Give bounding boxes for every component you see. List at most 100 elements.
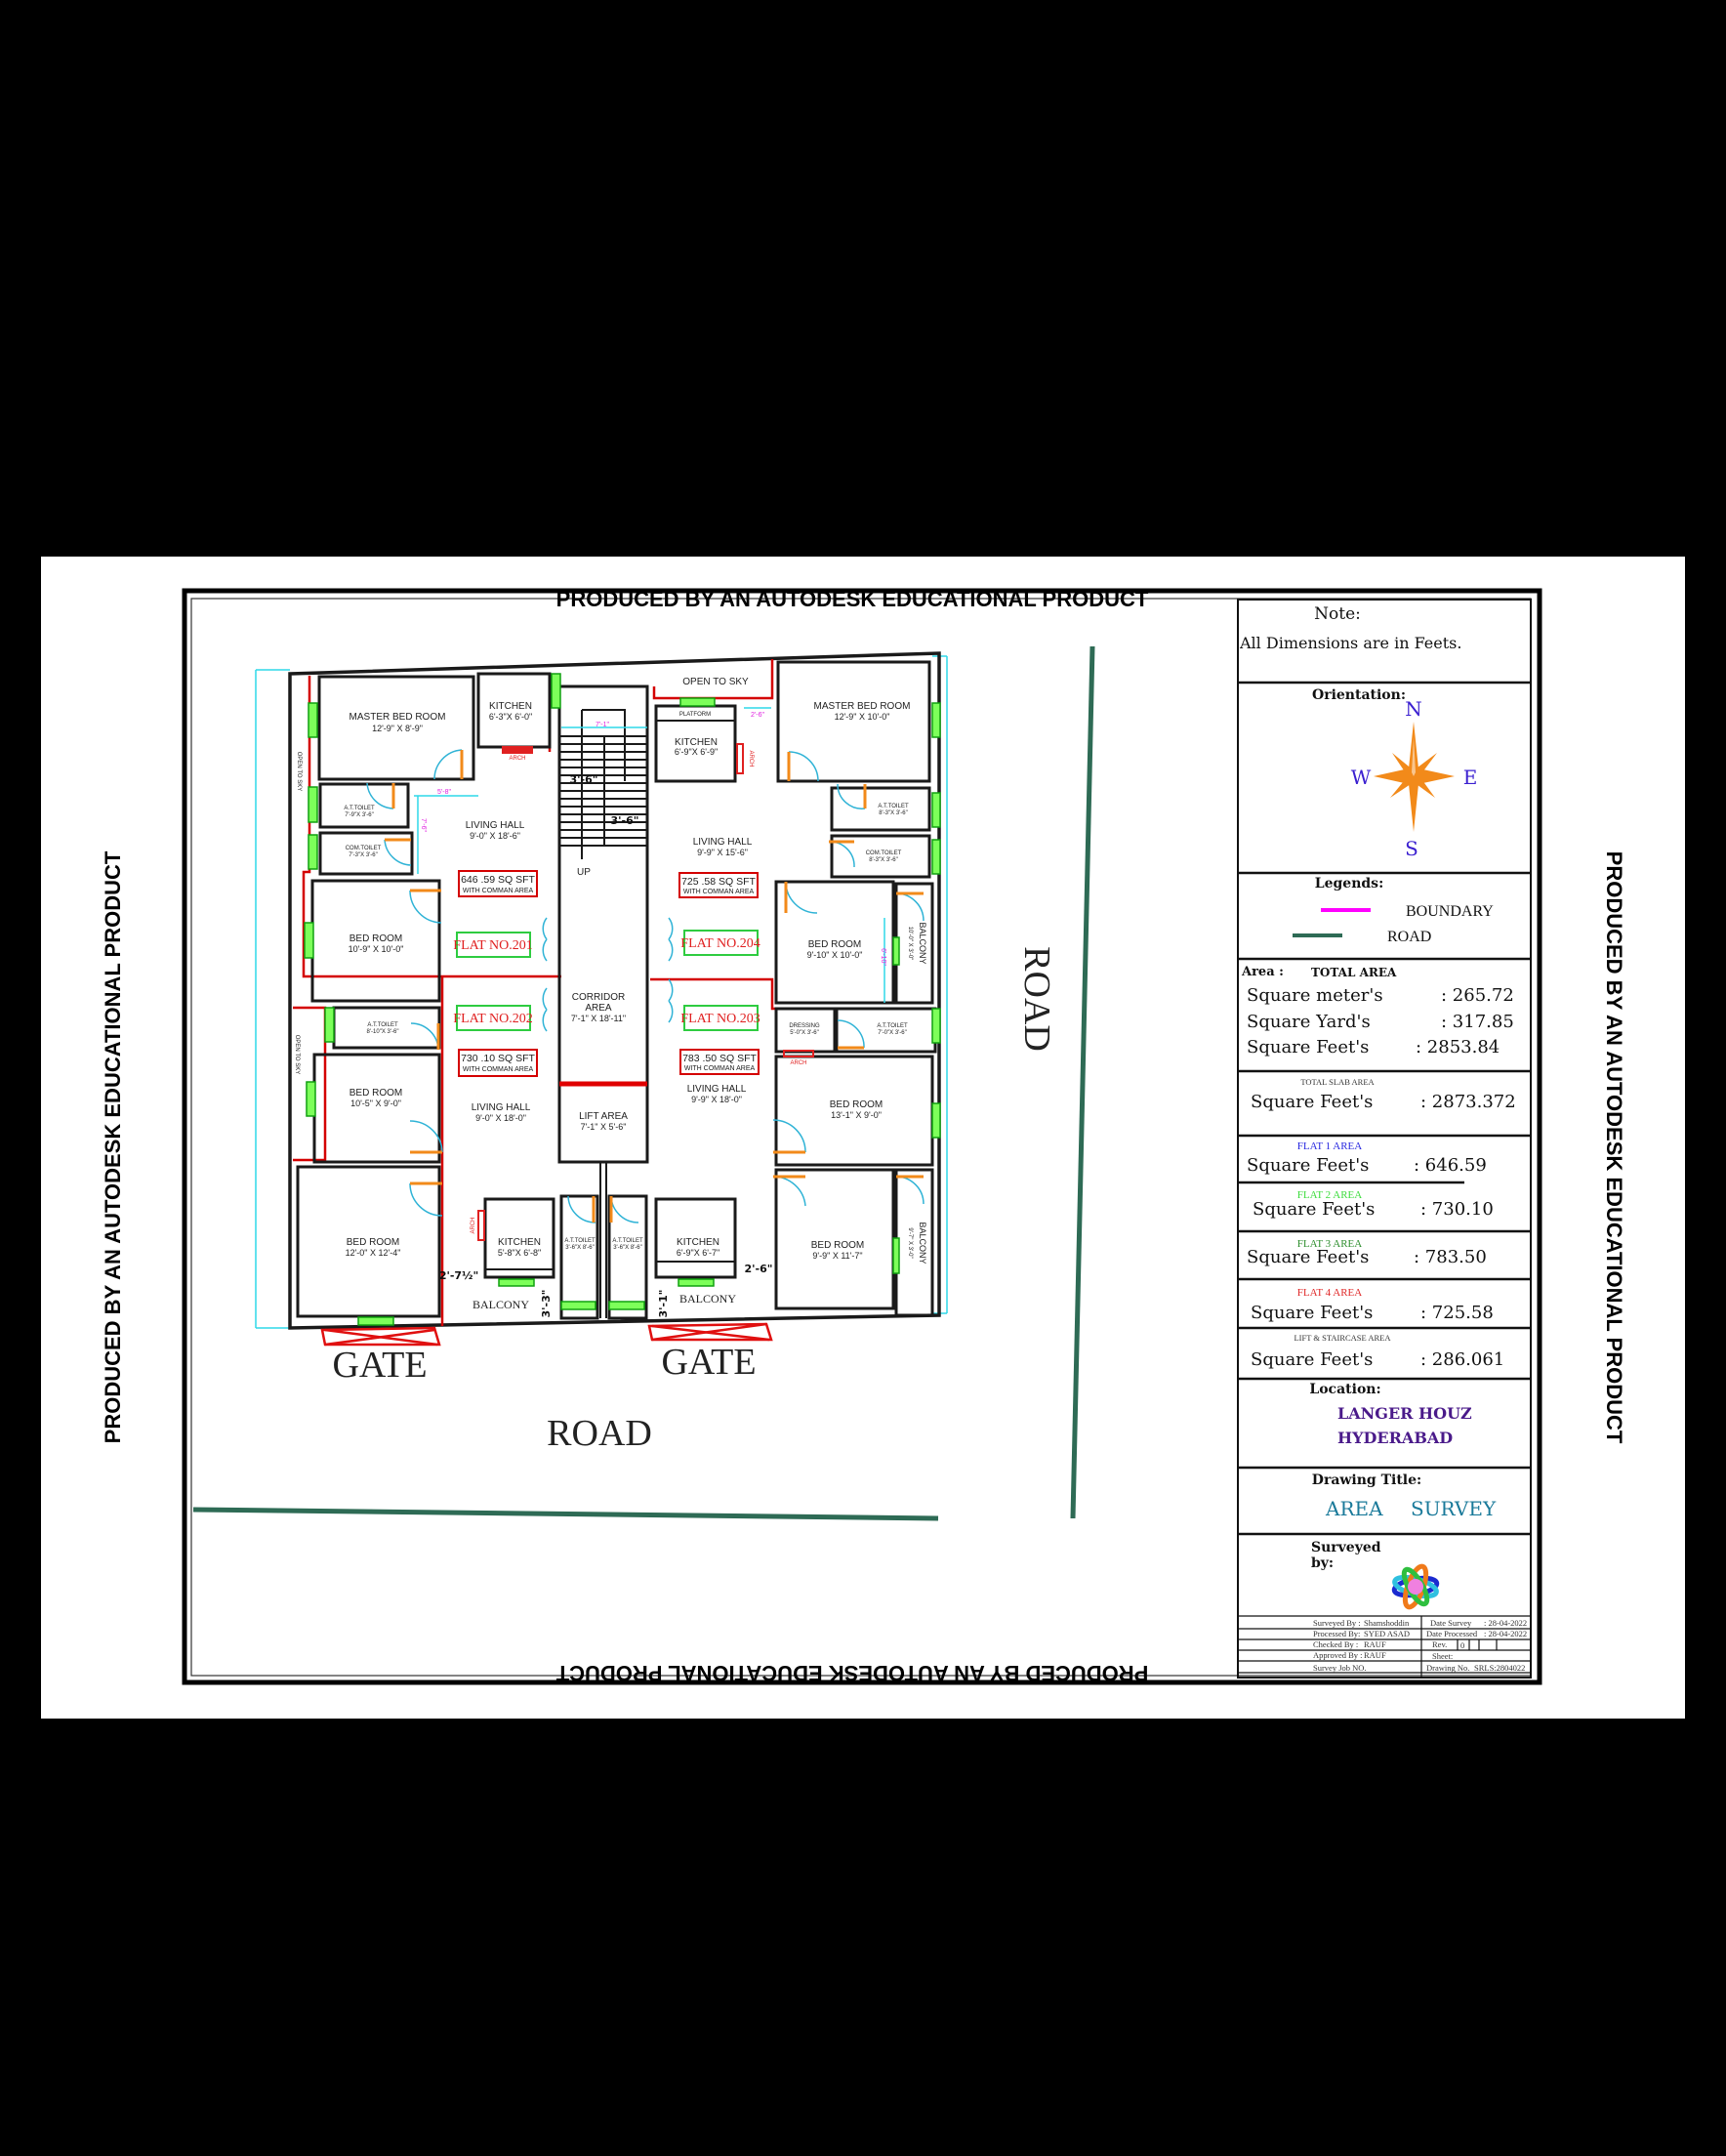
label-title-block-total-area-heading: TOTAL AREA [1311,966,1397,979]
outer-frame [182,588,1542,1685]
gate-left [320,1326,441,1347]
label-plan-arch: ARCH [748,750,754,767]
label-plan-rooms-13-name: BALCONY [918,922,927,964]
windows [304,673,941,1326]
label-plan-arch: ARCH [471,1217,476,1233]
road-line-right [1070,645,1095,1519]
title-block: Note: All Dimensions are in Feets. Orien… [1237,599,1532,1679]
surveyor-logo-icon [1391,1563,1440,1610]
label-plan-rooms-2-name: A.T.TOILET [344,806,375,811]
label-plan-rooms-29-dim: 9'-7" X 3'-0" [907,1227,913,1258]
label-plan-rooms-22-name: A.T.TOILET [612,1238,643,1244]
label-plan-rooms-12-name: BED ROOM [808,939,861,950]
label-plan-rooms-13-dim: 10'-0" X 3'-0" [907,927,913,961]
location-heading: Location: [1309,1382,1380,1397]
label-plan-rooms-17-name: BED ROOM [349,1088,402,1099]
label-plan-flats-3-area: 783 .50 SQ SFT [682,1053,757,1064]
label-title-block-legends-0-label: BOUNDARY [1406,903,1494,920]
road-label-bottom: ROAD [547,1413,652,1454]
label-plan-flats-2-note: WITH COMMAN AREA [463,1066,534,1073]
orientation-heading: Orientation: [1312,687,1406,703]
label-title-block-table-checked-by: RAUF [1364,1639,1386,1649]
label-plan-flats-0-note: WITH COMMAN AREA [463,888,534,894]
label-title-block-lift-value: : 286.061 [1420,1349,1504,1370]
label-title-block-table-date-processed: : 28-04-2022 [1484,1629,1527,1638]
label-plan-rooms-3-dim: 7'-3"X 3'-6" [349,852,378,858]
label-plan-rooms-10-dim: 8'-3"X 3'-6" [879,810,908,816]
label-title-block-total-area-1-value: : 317.85 [1441,1012,1514,1032]
label-plan-rooms-12-dim: 9'-10" X 10'-0" [807,950,863,960]
label-plan-rooms-0-name: MASTER BED ROOM [349,712,446,723]
label-plan-dims-passage-v: 7'-6" [420,818,427,832]
label-plan-rooms-15-dim: 7'-1" X 5'-6" [581,1122,627,1132]
label-title-block-compass-w: W [1351,766,1372,789]
label-plan-rooms-5-dim: 9'-0" X 18'-6" [470,831,520,841]
label-title-block-flat-areas-3-unit: Square Feet's [1251,1303,1373,1323]
legends-heading: Legends: [1315,876,1383,891]
label-title-block-table-date-survey: : 28-04-2022 [1484,1618,1527,1628]
open-to-sky-left-1: OPEN TO SKY [296,752,302,791]
compass-rose-icon [1374,722,1455,832]
location-line-1: LANGER HOUZ [1337,1404,1472,1423]
label-title-block-slab-heading: TOTAL SLAB AREA [1300,1077,1375,1087]
label-plan-rooms-19-dim: 12'-0" X 12'-4" [346,1248,401,1258]
label-plan-rooms-18-dim: 9'-0" X 18'-0" [475,1113,526,1123]
label-plan-rooms-1-dim: 6'-3"X 6'-0" [489,712,532,722]
building-outline [288,651,941,1330]
label-plan-rooms-4-dim: 10'-9" X 10'-0" [349,944,404,954]
gate-right [647,1322,773,1342]
label-title-block-flat-areas-1-unit: Square Feet's [1253,1199,1375,1220]
label-plan-rooms-29-name: BALCONY [918,1222,927,1264]
living-hall-203-label: LIVING HALL [687,1084,747,1095]
label-title-block-flat-areas-2-heading: FLAT 3 AREA [1297,1238,1362,1250]
road-line-bottom [192,1507,939,1521]
label-plan-rooms-8-name: KITCHEN [675,737,718,748]
label-title-block-table-rev: 0 [1460,1640,1464,1650]
label-title-block-table-rev-label: Rev. [1432,1639,1447,1649]
label-title-block-flat-areas-1-heading: FLAT 2 AREA [1297,1189,1362,1201]
label-title-block-total-area-0-unit: Square meter's [1247,985,1383,1006]
open-to-sky-top: OPEN TO SKY [682,677,749,687]
label-title-block-table-sheet-label: Sheet: [1432,1651,1453,1661]
label-plan-rooms-9-dim: 9'-9" X 15'-6" [697,848,748,857]
label-title-block-slab-value: : 2873.372 [1420,1092,1516,1112]
label-plan-rooms-30-name: KITCHEN [677,1237,719,1248]
label-title-block-flat-areas-0-heading: FLAT 1 AREA [1297,1140,1362,1152]
living-hall-202-label: LIVING HALL [472,1102,531,1113]
label-plan-flats-3-note: WITH COMMAN AREA [684,1065,756,1072]
gate-label-left: GATE [332,1345,427,1386]
floor-plan: UP 7'-1" 3'-6" 3'-6" MASTER BED ROOM12'-… [255,651,948,1347]
label-title-block-compass-s: S [1405,837,1418,860]
lift-area-label: LIFT AREA [579,1111,628,1122]
label-title-block-flat-areas-0-value: : 646.59 [1414,1155,1487,1176]
drawing-title-survey: SURVEY [1411,1497,1497,1520]
label-title-block-total-area-2-unit: Square Feet's [1247,1037,1369,1057]
flat-204-label: FLAT NO.204 [680,936,760,951]
label-plan-rooms-20-dim: 5'-8"X 6'-8" [498,1248,541,1258]
label-plan-rooms-28-dim: 9'-9" X 11'-7" [812,1251,862,1261]
label-title-block-table-job-label: Survey Job NO. [1313,1663,1367,1673]
note-heading: Note: [1314,604,1361,624]
label-plan-dims-bed-right-v: 6'-10" [880,948,886,966]
flat-202-label: FLAT NO.202 [453,1012,532,1026]
label-plan-platform: PLATFORM [679,712,711,718]
label-plan-dims-stair-a: 3'-6" [570,773,598,786]
label-plan-rooms-21-dim: 3'-6"X 8'-6" [565,1245,595,1251]
note-text: All Dimensions are in Feets. [1239,634,1461,652]
balcony-203-label: BALCONY [679,1292,736,1306]
label-title-block-surveyed-heading-1: Surveyed [1311,1540,1381,1555]
label-plan-rooms-27-name: BED ROOM [830,1099,883,1110]
flat-203-label: FLAT NO.203 [680,1012,760,1026]
label-plan-rooms-11-dim: 8'-3"X 3'-6" [869,857,898,863]
label-title-block-flat-areas-3-value: : 725.58 [1420,1303,1494,1323]
label-title-block-lift-heading: LIFT & STAIRCASE AREA [1294,1333,1391,1343]
label-plan-rooms-20-name: KITCHEN [498,1237,541,1248]
label-plan-rooms-8-dim: 6'-9"X 6'-9" [675,747,718,757]
label-title-block-table-date-processed-label: Date Processed [1426,1629,1478,1638]
